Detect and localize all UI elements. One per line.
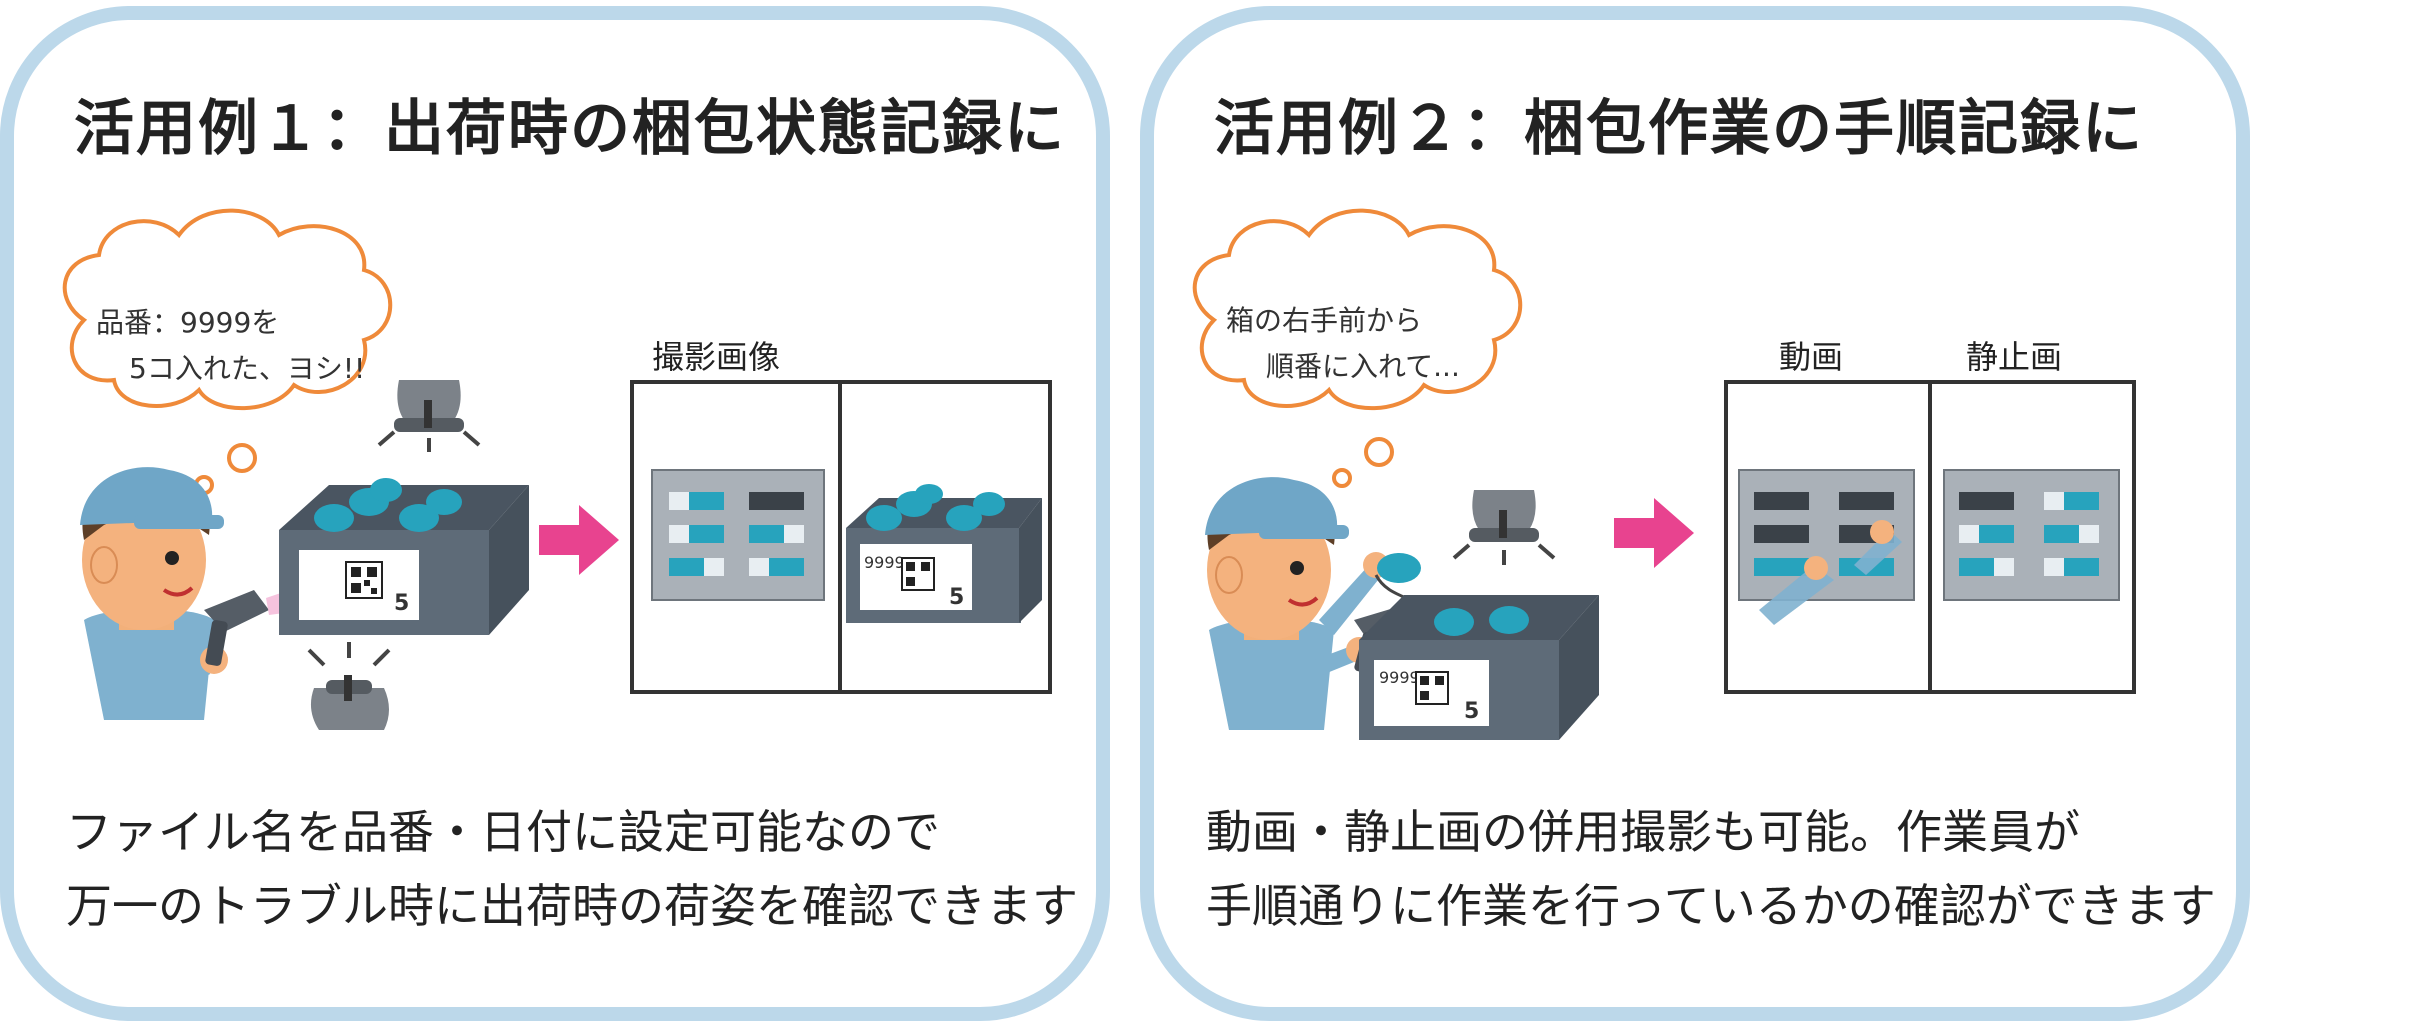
camera-icon: [1452, 490, 1556, 565]
arrow-right-icon: [1614, 498, 1694, 568]
camera-bottom-icon: [307, 642, 391, 730]
thought-bubble: 箱の右手前から 順番に入れて...: [1192, 208, 1523, 488]
box-count-label: 5: [1464, 699, 1479, 724]
still-image-label: 静止画: [1966, 338, 2062, 376]
panel-2-caption: 動画・静止画の併用撮影も可能。作業員が 手順通りに作業を行っているかの確認ができ…: [1206, 795, 2216, 943]
panel-2-caption-line-1: 動画・静止画の併用撮影も可能。作業員が: [1206, 805, 2080, 859]
capture-frames: [1724, 380, 2136, 694]
captured-image-frame: 9999 5: [630, 380, 1052, 694]
camera-top-icon: [377, 380, 481, 452]
bubble-text-line-1: 箱の右手前から: [1226, 304, 1422, 337]
panel-1-title: 活用例１：出荷時の梱包状態記録に: [74, 94, 1066, 164]
bubble-text-line-2: 順番に入れて...: [1266, 350, 1460, 383]
usage-example-2-panel: 活用例２：梱包作業の手順記録に 箱の右手前から 順番に入れて...: [1140, 6, 2250, 1021]
video-label: 動画: [1779, 338, 1843, 376]
bubble-text-line-1: 品番：9999を: [96, 306, 279, 339]
box-label-code: 9999: [1379, 668, 1420, 687]
captured-image-label: 撮影画像: [652, 338, 780, 376]
bubble-text-line-2: 5コ入れた、ヨシ!!: [129, 352, 365, 385]
packing-box: 5: [279, 478, 529, 635]
captured-count-label: 5: [949, 585, 964, 610]
packing-box: 9999 5: [1359, 595, 1599, 740]
usage-example-1-panel: 活用例１：出荷時の梱包状態記録に 品番：9999を 5コ入れた、ヨシ!!: [0, 6, 1110, 1021]
panel-2-illustration: 箱の右手前から 順番に入れて...: [1192, 208, 2136, 740]
captured-label-code: 9999: [864, 553, 905, 572]
panel-2-caption-line-2: 手順通りに作業を行っているかの確認ができます: [1206, 879, 2216, 933]
panel-1-caption-line-1: ファイル名を品番・日付に設定可能なので: [66, 805, 940, 859]
box-count-label: 5: [394, 591, 409, 616]
thought-bubble: 品番：9999を 5コ入れた、ヨシ!!: [62, 208, 393, 495]
panel-1-caption: ファイル名を品番・日付に設定可能なので 万一のトラブル時に出荷時の荷姿を確認でき…: [66, 795, 1078, 943]
worker-figure: [80, 467, 344, 720]
panel-1-caption-line-2: 万一のトラブル時に出荷時の荷姿を確認できます: [66, 879, 1078, 933]
panel-1-illustration: 品番：9999を 5コ入れた、ヨシ!!: [62, 208, 1052, 730]
arrow-right-icon: [539, 505, 619, 575]
panel-2-title: 活用例２：梱包作業の手順記録に: [1214, 94, 2144, 164]
